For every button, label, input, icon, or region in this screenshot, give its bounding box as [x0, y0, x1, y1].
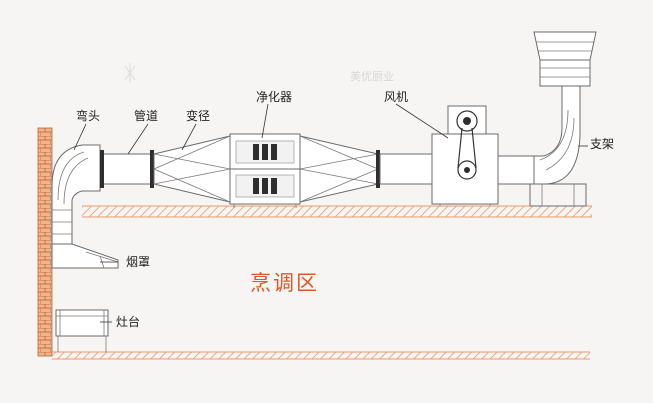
label-fan: 风机: [384, 90, 408, 104]
label-bracket: 支架: [590, 137, 614, 151]
floor-slab: [82, 206, 592, 217]
fan-unit: [431, 105, 499, 206]
reducer-right: [299, 135, 380, 203]
fan-inlet-duct: [379, 153, 433, 185]
exhaust-stack: [497, 31, 597, 207]
purifier-unit: [229, 133, 301, 208]
zone-label: 烹调区: [250, 271, 319, 295]
watermark-star-icon: [124, 63, 136, 83]
watermark-text: 美优厨业: [350, 70, 394, 83]
ground-floor: [52, 352, 590, 359]
label-reducer: 变径: [186, 108, 210, 123]
label-elbow: 弯头: [76, 108, 100, 123]
smoke-hood: [51, 243, 119, 269]
leader-lines: [73, 103, 588, 323]
duct-pipe: [99, 150, 155, 188]
label-hood: 烟罩: [126, 255, 150, 269]
stove: [55, 309, 109, 352]
reducer-left: [153, 135, 231, 203]
label-stove: 灶台: [116, 314, 140, 329]
brick-wall: [37, 127, 53, 357]
label-purifier: 净化器: [256, 90, 292, 104]
elbow-pipe: [51, 144, 101, 245]
label-duct: 管道: [134, 108, 158, 123]
